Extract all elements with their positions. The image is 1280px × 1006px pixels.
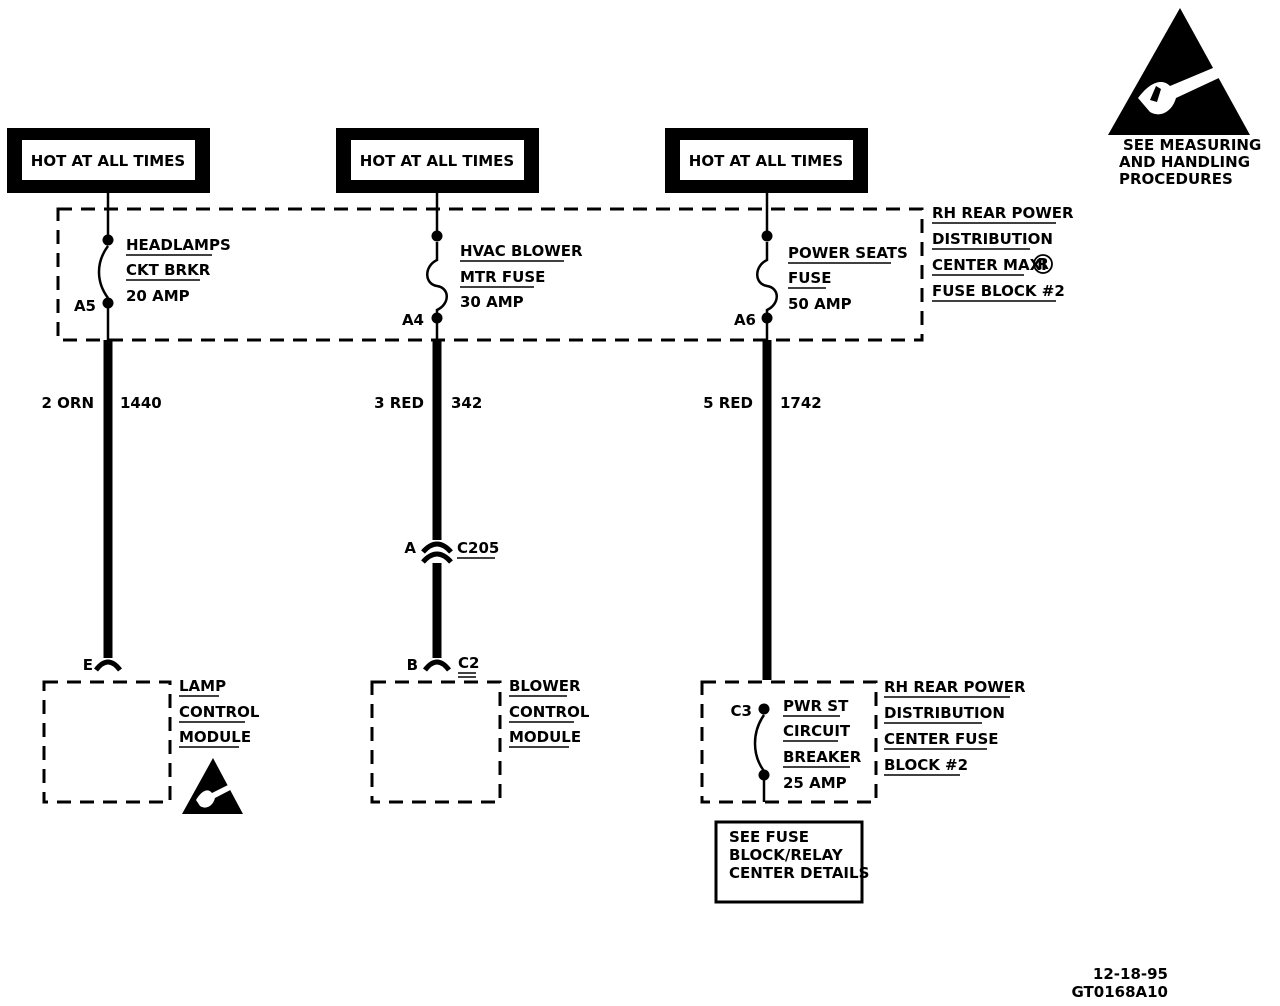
center-fuse-device-1: PWR ST xyxy=(783,697,849,715)
hot-box-1: HOT AT ALL TIMES xyxy=(7,128,210,193)
lamp-module-terminal: E xyxy=(83,656,93,674)
hvac-device-2: MTR FUSE xyxy=(460,268,545,286)
headlamps-rating: 20 AMP xyxy=(126,287,190,305)
fuse-block-line-1: RH REAR POWER xyxy=(932,204,1074,222)
center-fuse-line-1: RH REAR POWER xyxy=(884,678,1026,696)
see-fuse-line-1: SEE FUSE xyxy=(729,828,809,846)
blower-module-terminal: B xyxy=(407,656,418,674)
power-seats-device-2: FUSE xyxy=(788,269,831,287)
warning-line-2: AND HANDLING xyxy=(1119,153,1250,171)
blower-module-line-3: MODULE xyxy=(509,728,581,746)
lamp-module-line-1: LAMP xyxy=(179,677,226,695)
hvac-terminal: A4 xyxy=(402,311,424,329)
center-fuse-terminal: C3 xyxy=(731,702,752,720)
lamp-module-connector xyxy=(94,659,122,672)
see-fuse-line-3: CENTER DETAILS xyxy=(729,864,869,882)
registered-mark-icon xyxy=(1033,254,1053,274)
wire-3-circuit: 1742 xyxy=(780,394,822,412)
center-fuse-line-2: DISTRIBUTION xyxy=(884,704,1005,722)
fuse-block-line-3: CENTER MAXI xyxy=(932,256,1047,274)
lamp-module-line-2: CONTROL xyxy=(179,703,260,721)
hvac-blower-fuse xyxy=(426,230,448,324)
esd-warning-icon xyxy=(1108,8,1250,135)
lamp-module-line-3: MODULE xyxy=(179,728,251,746)
blower-module-line-2: CONTROL xyxy=(509,703,590,721)
power-seats-fuse xyxy=(756,230,778,324)
power-seats-rating: 50 AMP xyxy=(788,295,852,313)
fuse-block-outline xyxy=(56,207,924,342)
center-fuse-line-4: BLOCK #2 xyxy=(884,756,968,774)
warning-line-1: SEE MEASURING xyxy=(1123,136,1261,154)
esd-warning-icon xyxy=(182,758,243,814)
blower-control-module-outline xyxy=(370,680,502,804)
wire-1-circuit: 1440 xyxy=(120,394,162,412)
registered-mark: R xyxy=(1037,255,1049,273)
lamp-control-module-outline xyxy=(42,680,172,804)
center-fuse-rating: 25 AMP xyxy=(783,774,847,792)
connector-c205 xyxy=(421,541,453,564)
see-fuse-line-2: BLOCK/RELAY xyxy=(729,846,844,864)
headlamps-breaker xyxy=(97,234,114,309)
hvac-device-1: HVAC BLOWER xyxy=(460,242,583,260)
blower-module-connector-name: C2 xyxy=(458,654,479,672)
warning-line-3: PROCEDURES xyxy=(1119,170,1233,188)
wire-2-size-color: 3 RED xyxy=(374,394,424,412)
pwr-st-breaker xyxy=(753,703,770,802)
power-seats-device-1: POWER SEATS xyxy=(788,244,908,262)
center-fuse-device-2: CIRCUIT xyxy=(783,722,851,740)
footer-code: GT0168A10 xyxy=(1071,983,1168,1001)
power-seats-terminal: A6 xyxy=(734,311,756,329)
footer-date: 12-18-95 xyxy=(1093,965,1168,983)
wire-2-circuit: 342 xyxy=(451,394,482,412)
c205-pin: A xyxy=(404,539,416,557)
hot-box-1-label: HOT AT ALL TIMES xyxy=(31,152,185,170)
fuse-block-line-4: FUSE BLOCK #2 xyxy=(932,282,1065,300)
fuse-block-title: RH REAR POWER DISTRIBUTION CENTER MAXI R… xyxy=(932,204,1074,302)
headlamps-device-1: HEADLAMPS xyxy=(126,236,231,254)
see-fuse-details-box: SEE FUSE BLOCK/RELAY CENTER DETAILS xyxy=(714,820,869,904)
wire-3-size-color: 5 RED xyxy=(703,394,753,412)
hot-box-3-label: HOT AT ALL TIMES xyxy=(689,152,843,170)
blower-module-line-1: BLOWER xyxy=(509,677,581,695)
wire-1-size-color: 2 ORN xyxy=(41,394,94,412)
c205-name: C205 xyxy=(457,539,499,557)
blower-module-connector xyxy=(423,659,451,672)
center-fuse-device-3: BREAKER xyxy=(783,748,862,766)
headlamps-device-2: CKT BRKR xyxy=(126,261,211,279)
headlamps-terminal: A5 xyxy=(74,297,96,315)
hot-box-3: HOT AT ALL TIMES xyxy=(665,128,868,193)
fuse-block-line-2: DISTRIBUTION xyxy=(932,230,1053,248)
center-fuse-block-outline xyxy=(700,680,878,804)
center-fuse-line-3: CENTER FUSE xyxy=(884,730,999,748)
hot-box-2: HOT AT ALL TIMES xyxy=(336,128,539,193)
hot-box-2-label: HOT AT ALL TIMES xyxy=(360,152,514,170)
hvac-rating: 30 AMP xyxy=(460,293,524,311)
